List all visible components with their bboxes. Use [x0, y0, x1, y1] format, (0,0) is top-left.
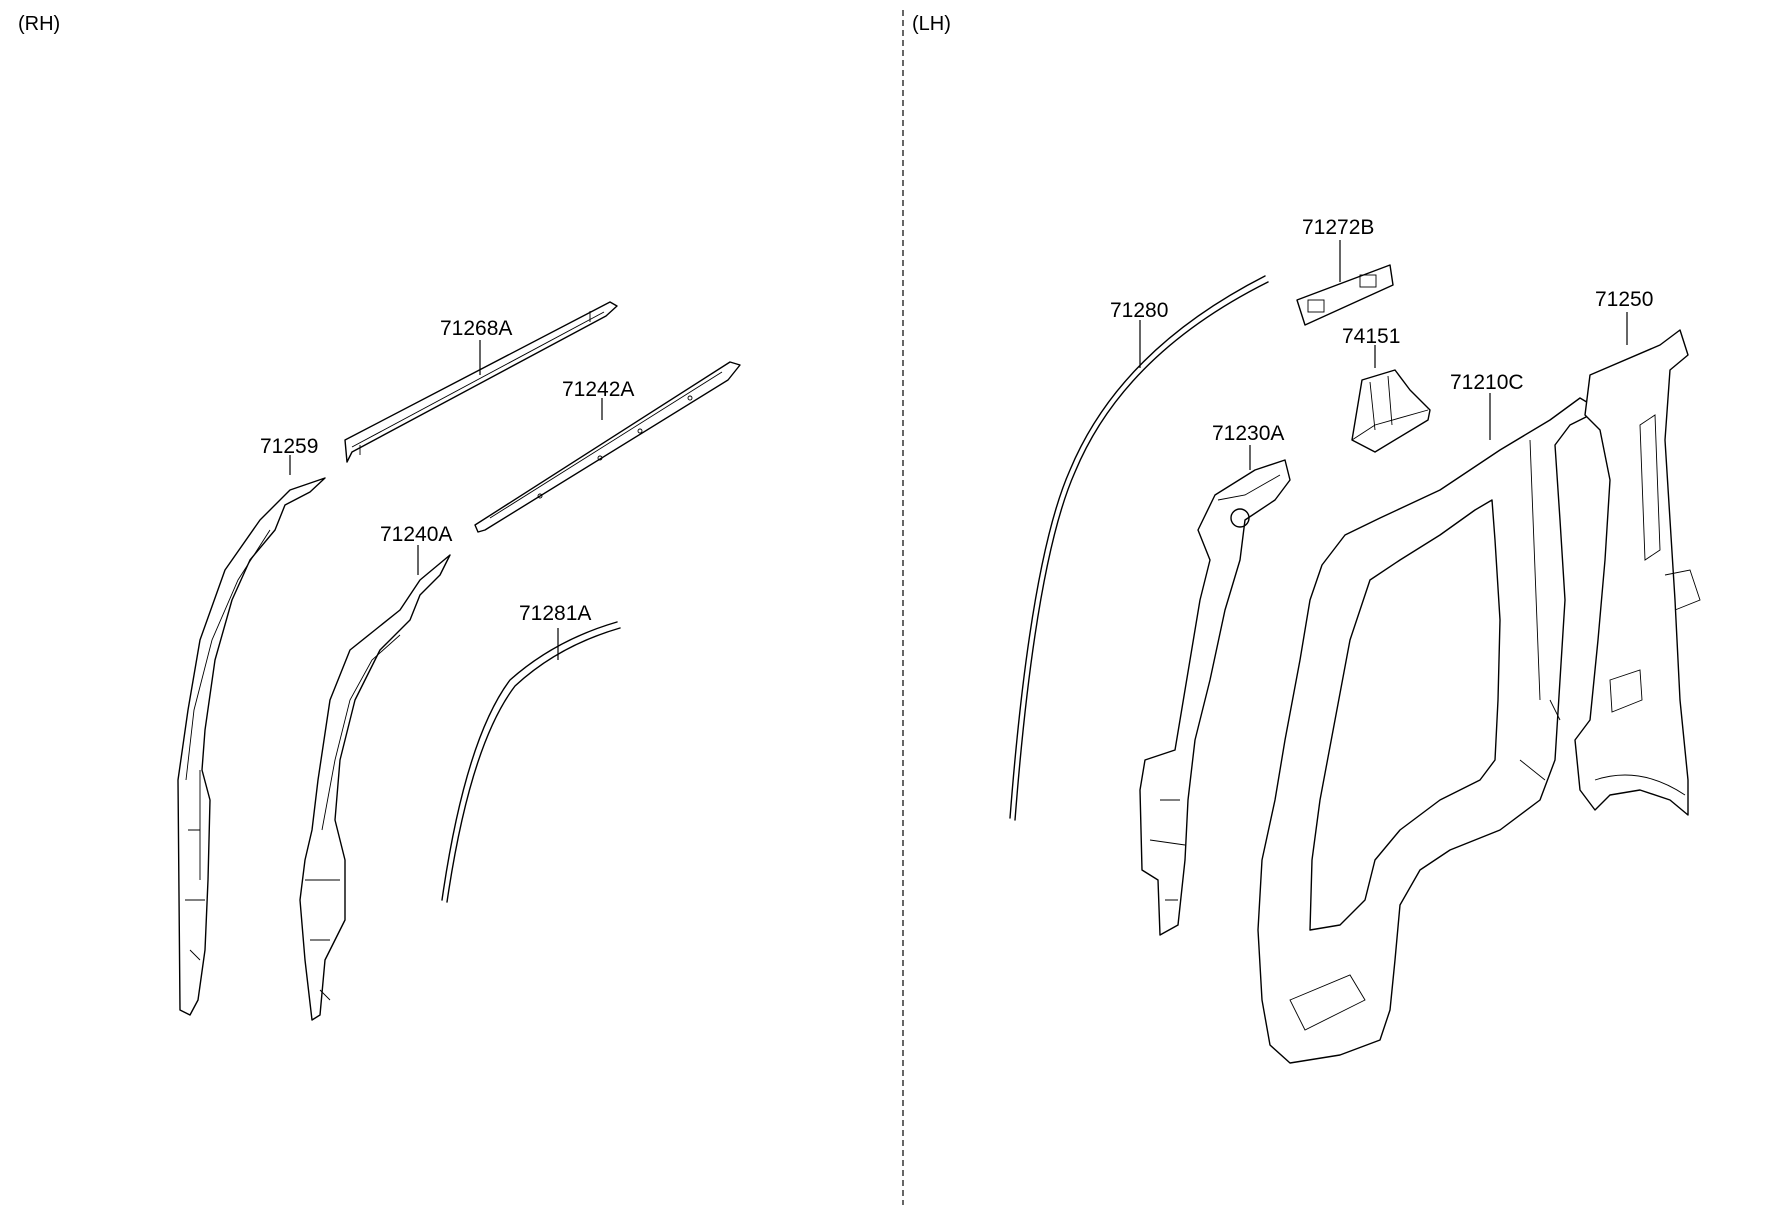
- label-71268A: 71268A: [440, 317, 512, 340]
- label-71250: 71250: [1595, 288, 1653, 311]
- label-71210C: 71210C: [1450, 371, 1524, 394]
- part-71259[interactable]: 71259: [177, 435, 326, 1016]
- label-71230A: 71230A: [1212, 422, 1284, 445]
- part-74151[interactable]: 74151: [1342, 325, 1431, 453]
- label-71281A: 71281A: [519, 602, 591, 625]
- part-71281A[interactable]: 71281A: [441, 602, 621, 903]
- rh-label: (RH): [18, 13, 60, 35]
- label-71272B: 71272B: [1302, 216, 1374, 239]
- part-71268A[interactable]: 71268A: [344, 301, 618, 463]
- part-71242A[interactable]: 71242A: [474, 361, 741, 533]
- label-71242A: 71242A: [562, 378, 634, 401]
- part-71210C[interactable]: 71210C: [1257, 371, 1601, 1064]
- lh-label: (LH): [912, 13, 951, 35]
- part-71280[interactable]: 71280: [1009, 275, 1269, 821]
- label-71280: 71280: [1110, 299, 1168, 322]
- part-71230A[interactable]: 71230A: [1139, 422, 1291, 936]
- part-71272B[interactable]: 71272B: [1296, 216, 1394, 326]
- label-71259: 71259: [260, 435, 318, 458]
- label-74151: 74151: [1342, 325, 1400, 348]
- part-71250[interactable]: 71250: [1574, 288, 1701, 816]
- part-71240A[interactable]: 71240A: [299, 523, 452, 1021]
- label-71240A: 71240A: [380, 523, 452, 546]
